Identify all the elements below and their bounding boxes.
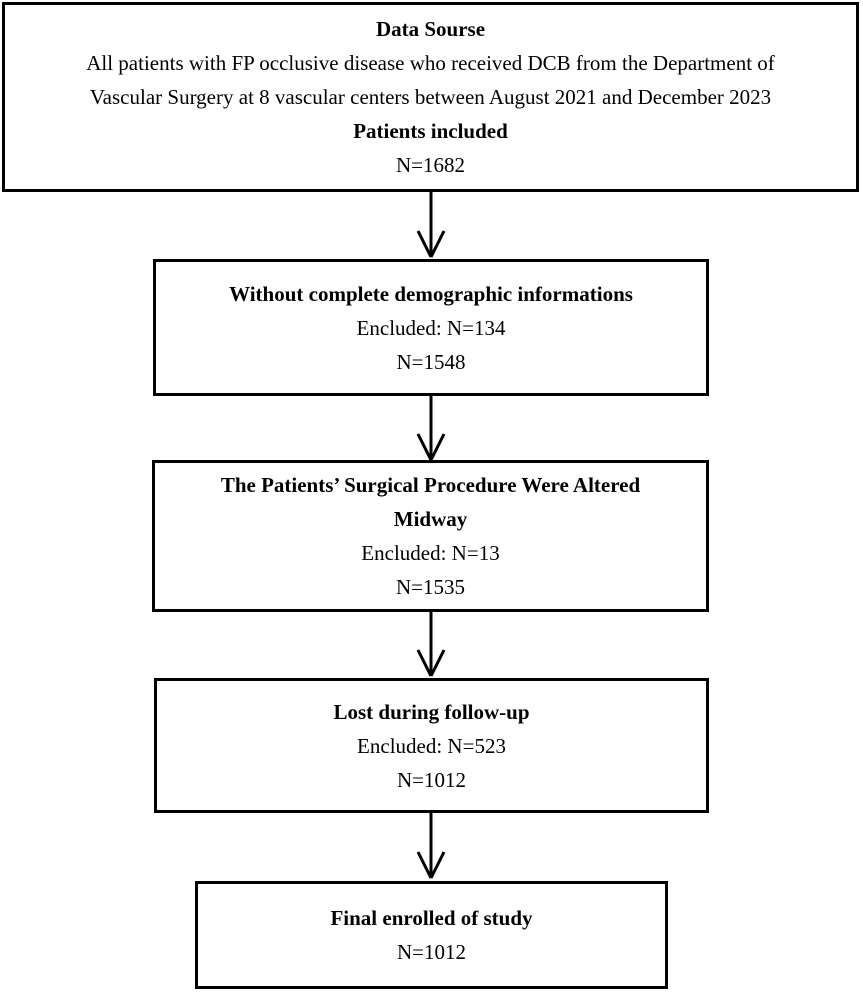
box-excluded-count: Encluded: N=523 xyxy=(357,733,506,758)
box-subtitle: Patients included xyxy=(353,119,508,143)
flow-box-procedure-altered: The Patients’ Surgical Procedure Were Al… xyxy=(152,460,709,612)
flow-box-data-source: Data Sourse All patients with FP occlusi… xyxy=(2,2,859,192)
flow-box-lost-follow-up: Lost during follow-up Encluded: N=523 N=… xyxy=(154,678,709,813)
box-title: Lost during follow-up xyxy=(333,699,530,724)
box-excluded-count: Encluded: N=13 xyxy=(361,541,500,565)
box-title-line2: Midway xyxy=(393,507,468,531)
box-count: N=1012 xyxy=(396,940,466,964)
box-title: Final enrolled of study xyxy=(330,906,533,930)
flow-box-excluded-demographics: Without complete demographic information… xyxy=(153,259,709,396)
arrow-down-icon xyxy=(416,191,446,258)
box-count: N=1012 xyxy=(396,767,466,792)
box-text-line: Vascular Surgery at 8 vascular centers b… xyxy=(89,85,772,109)
arrow-down-icon xyxy=(416,394,446,461)
flow-box-final-enrolled: Final enrolled of study N=1012 xyxy=(195,881,668,989)
box-count: N=1548 xyxy=(396,349,466,374)
box-title: Data Sourse xyxy=(375,17,486,41)
box-title: Without complete demographic information… xyxy=(229,281,633,306)
box-title: The Patients’ Surgical Procedure Were Al… xyxy=(220,473,641,497)
arrow-down-icon xyxy=(416,812,446,879)
box-count: N=1682 xyxy=(395,153,465,177)
arrow-down-icon xyxy=(416,610,446,677)
box-excluded-count: Encluded: N=134 xyxy=(356,315,506,340)
box-text-line: All patients with FP occlusive disease w… xyxy=(86,51,775,75)
box-count: N=1535 xyxy=(395,575,465,599)
